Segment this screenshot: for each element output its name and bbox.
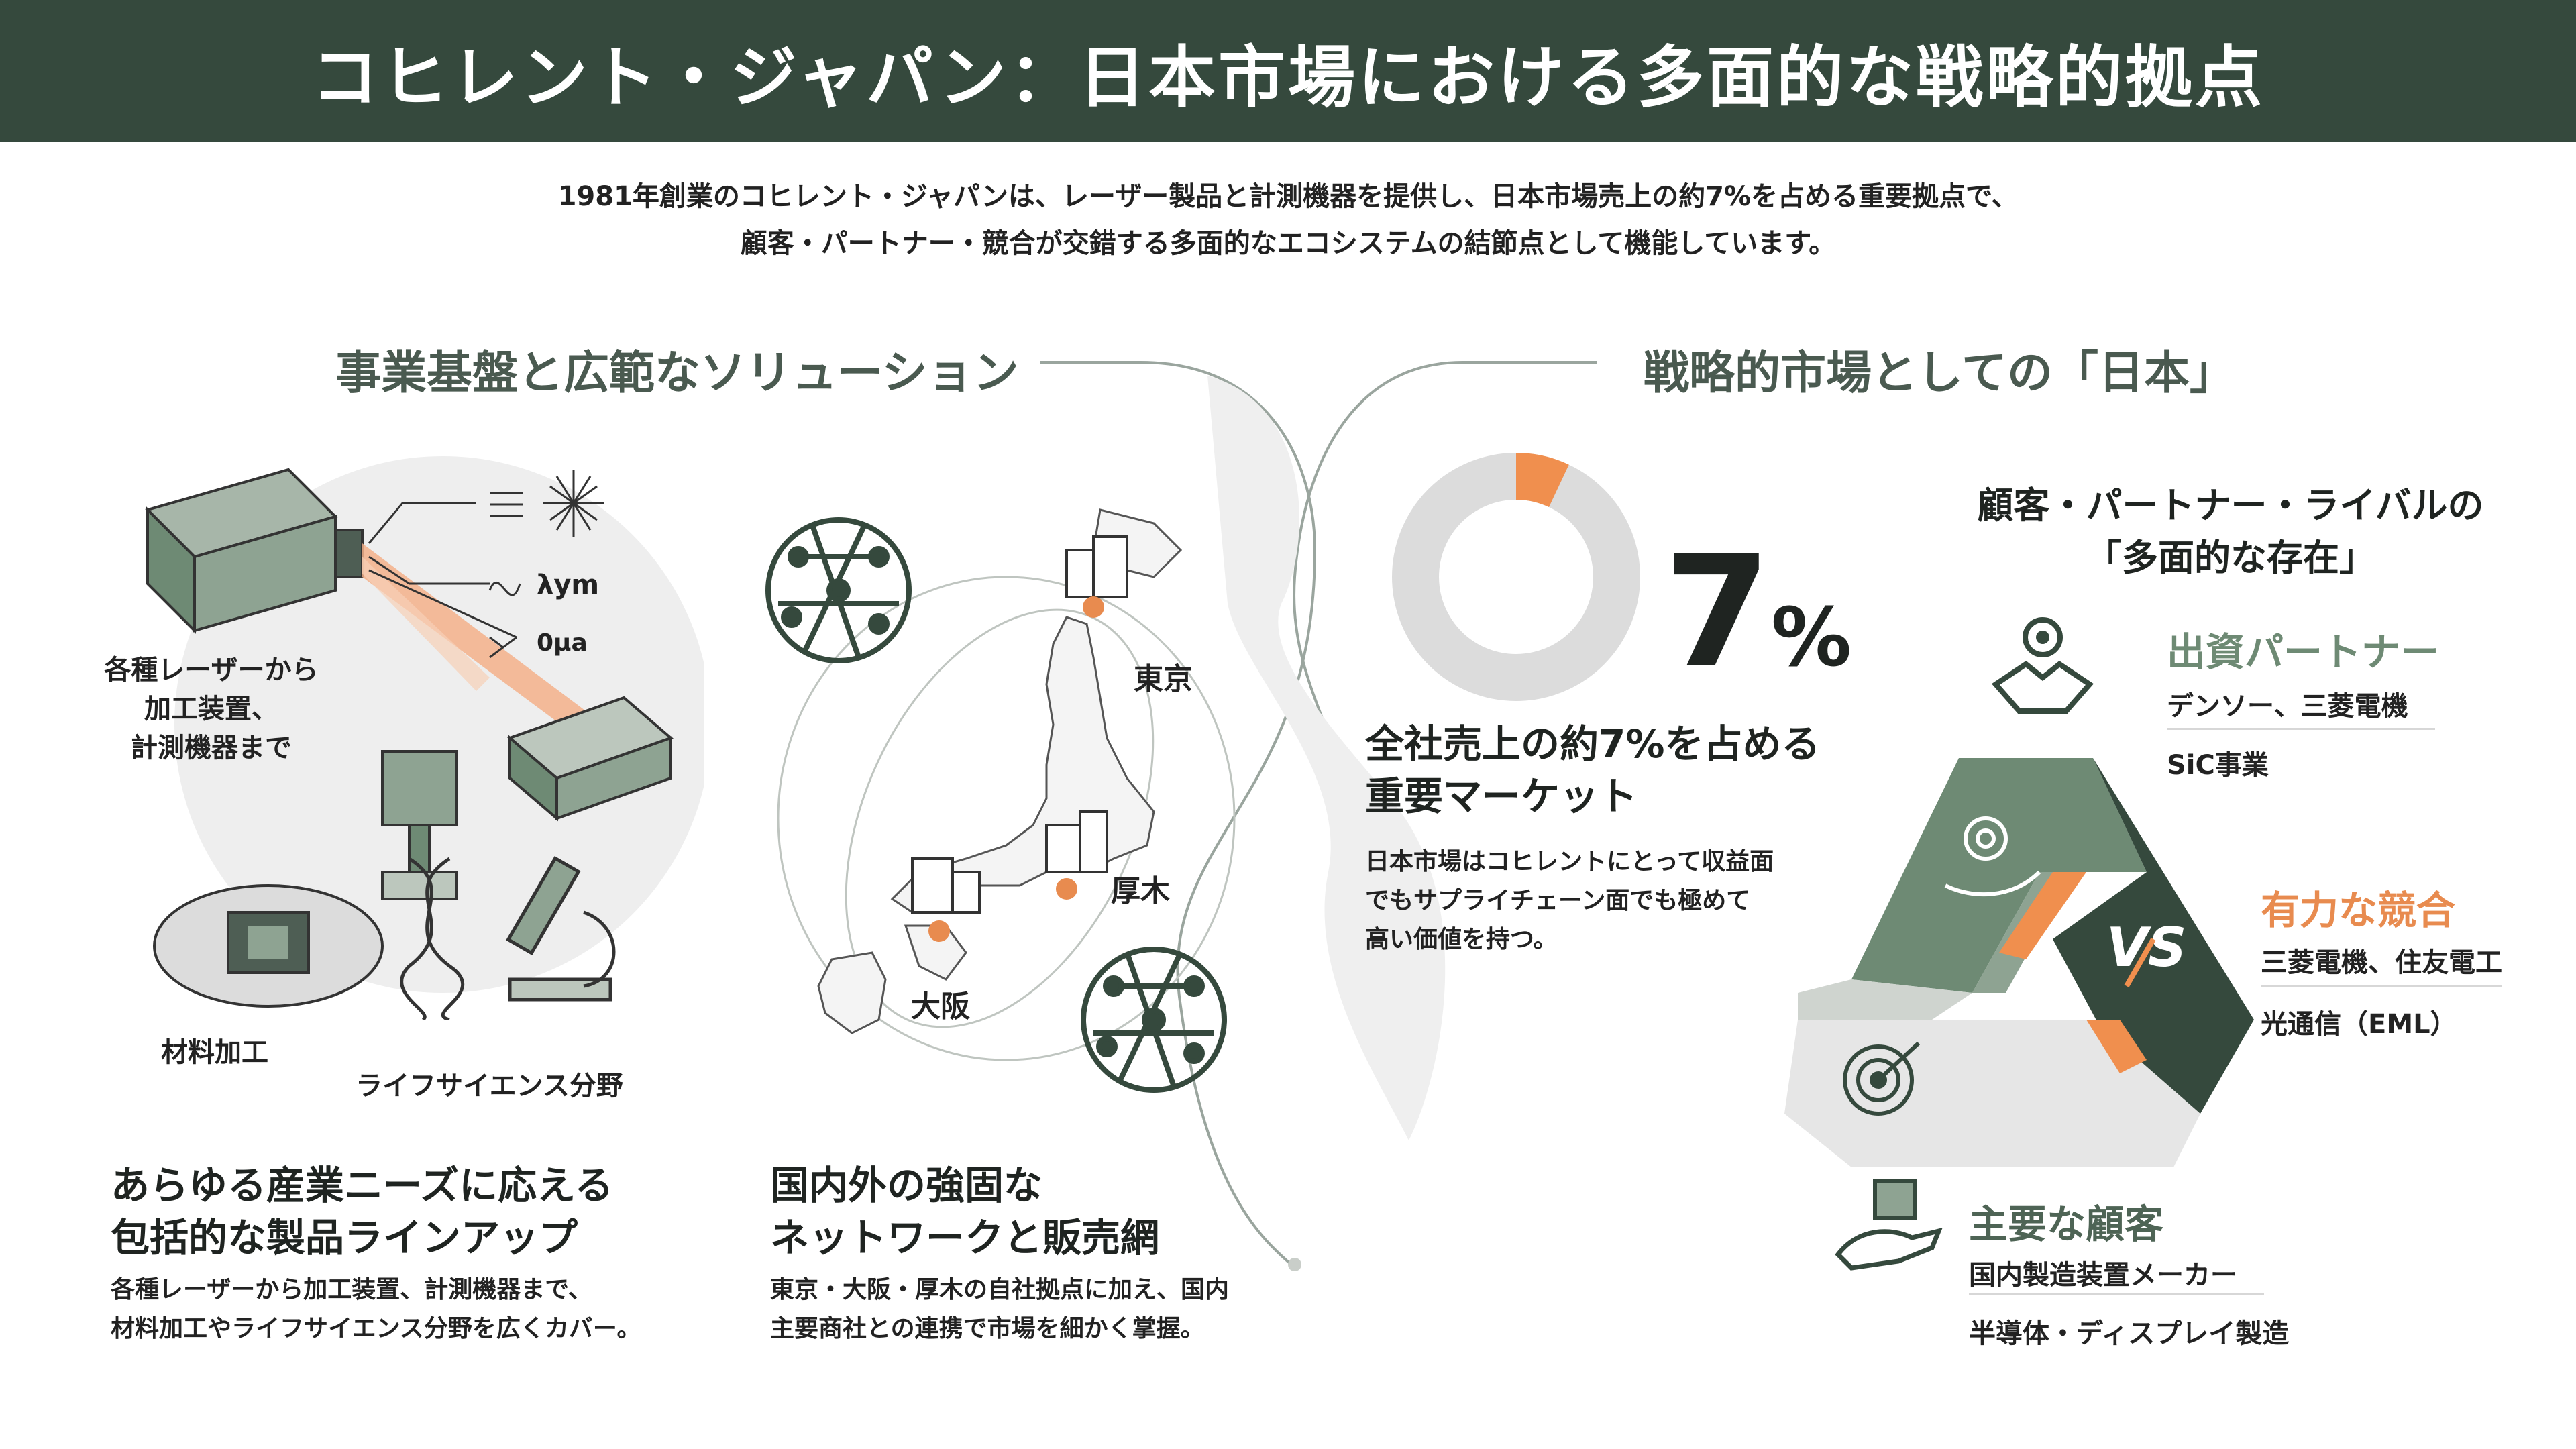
connector-dot [1288,1258,1301,1271]
city-atsugi: 厚木 [1111,874,1170,908]
share-heading-line-1: 全社売上の約7%を占める [1365,721,1821,767]
burst-icon [543,470,604,537]
network-description: 東京・大阪・厚木の自社拠点に加え、国内 主要商社との連携で市場を細かく掌握。 [770,1271,1229,1348]
laser-illustration: λym 0μa [145,456,704,1020]
wave-icon [488,581,521,596]
laser-caption-line-3: 計測機器まで [131,733,292,763]
share-heading-line-2: 重要マーケット [1365,773,1638,819]
competitors-item-2: 光通信（EML） [2261,1009,2457,1040]
osaka-marker [928,920,950,942]
share-donut-chart [1392,453,1640,701]
customers-title: 主要な顧客 [1969,1201,2164,1247]
atsugi-building-icon [1045,810,1108,873]
network-heading-line-1: 国内外の強固な [770,1163,1043,1208]
ecosystem-cycle-diagram: VS [1784,758,2254,1167]
network-text-line-2: 主要商社との連携で市場を細かく掌握。 [770,1315,1205,1342]
lineup-description: 各種レーザーから加工装置、計測機器まで、 材料加工やライフサイエンス分野を広くカ… [111,1271,641,1348]
share-text-line-1: 日本市場はコヒレントにとって収益面 [1365,848,1774,875]
partners-title: 出資パートナー [2167,629,2440,675]
globe-network-icon-2 [1081,947,1227,1093]
network-heading-line-2: ネットワークと販売網 [770,1215,1160,1260]
lineup-heading-line-2: 包括的な製品ラインアップ [111,1215,578,1260]
intro-line-2: 顧客・パートナー・競合が交錯する多面的なエコシステムの結節点として機能しています… [740,228,1836,259]
cross-icon [489,636,517,659]
lineup-text-line-1: 各種レーザーから加工装置、計測機器まで、 [111,1276,592,1303]
decorative-ribbon [1208,376,1446,1140]
page-title: コヒレント・ジャパン：日本市場における多面的な戦略的拠点 [311,38,2265,117]
lines-icon [490,492,523,517]
target-icon [1843,1041,1921,1116]
share-text-line-3: 高い価値を持つ。 [1365,926,1558,953]
right-section-title: 戦略的市場としての「日本」 [1644,347,2235,400]
laser-device-icon [145,468,364,634]
arrow-1 [368,502,476,544]
donut-share-slice [1516,453,1569,507]
share-value: 7% [1664,523,1851,702]
orange-accent-1 [1999,872,2086,959]
donut-track [1392,453,1640,701]
share-text-line-2: でもサプライチェーン面でも極めて [1365,887,1751,914]
lineup-heading: あらゆる産業ニーズに応える 包括的な製品ラインアップ [111,1159,613,1264]
share-number: 7 [1664,523,1772,702]
material-label: 材料加工 [161,1037,268,1068]
competitors-item-1: 三菱電機、住友電工 [2261,947,2502,978]
tokyo-building-icon [1065,535,1128,598]
arrow-2 [368,555,490,585]
customers-item-1: 国内製造装置メーカー [1969,1260,2237,1291]
partners-divider [2167,728,2435,730]
customer-segment [1784,1020,2200,1167]
lineup-text-line-2: 材料加工やライフサイエンス分野を広くカバー。 [111,1315,641,1342]
arrow-3 [368,569,517,639]
share-unit: % [1771,592,1852,685]
laser-caption-line-2: 加工装置、 [144,694,278,724]
competitors-title: 有力な競合 [2261,888,2456,933]
customers-divider [1969,1293,2264,1295]
tokyo-marker [1083,596,1104,618]
left-connector-line [1040,361,1317,1269]
share-heading: 全社売上の約7%を占める 重要マーケット [1365,718,1820,822]
laser-symbol-2: 0μa [537,629,588,657]
ecosystem-title-line-2: 「多面的な存在」 [2086,537,2375,579]
intro-line-1: 1981年創業のコヒレント・ジャパンは、レーザー製品と計測機器を提供し、日本市場… [557,181,2019,212]
life-science-label: ライフサイエンス分野 [356,1071,623,1102]
orbit-circle-1 [777,576,1236,1061]
partners-item-1: デンソー、三菱電機 [2167,691,2408,722]
handshake-gear-icon [1991,617,2094,714]
laser-caption: 各種レーザーから 加工装置、 計測機器まで [101,651,322,767]
share-description: 日本市場はコヒレントにとって収益面 でもサプライチェーン面でも極めて 高い価値を… [1365,843,1774,959]
customers-item-2: 半導体・ディスプレイ製造 [1969,1318,2290,1349]
microscope-icon [506,855,616,1002]
gear-hand-icon [1944,816,2041,897]
hand-box-icon [1835,1179,1943,1271]
city-osaka: 大阪 [911,989,970,1024]
vs-slash [2124,938,2156,987]
title-banner: コヒレント・ジャパン：日本市場における多面的な戦略的拠点 [0,0,2576,142]
atsugi-marker [1056,878,1077,900]
competitors-divider [2261,985,2502,987]
osaka-building-icon [911,857,981,914]
laser-symbol-1: λym [537,570,599,600]
chip-wafer-icon [153,884,384,1008]
processing-machine-icon [507,696,674,822]
orange-accent-2 [2086,1020,2147,1073]
laser-caption-line-1: 各種レーザーから [104,655,319,686]
left-section-title: 事業基盤と広範なソリューション [335,347,1019,400]
ecosystem-title: 顧客・パートナー・ライバルの 「多面的な存在」 [1878,480,2576,584]
network-text-line-1: 東京・大阪・厚木の自社拠点に加え、国内 [770,1276,1230,1303]
dna-icon [400,857,465,1020]
intro-text: 1981年創業のコヒレント・ジャパンは、レーザー製品と計測機器を提供し、日本市場… [0,173,2576,267]
globe-network-icon-1 [765,517,912,663]
japan-network-map [765,508,1236,1093]
city-tokyo: 東京 [1134,662,1193,696]
partner-segment [1851,758,2147,993]
laser-beam [362,543,631,771]
lineup-heading-line-1: あらゆる産業ニーズに応える [111,1163,614,1208]
ecosystem-title-line-1: 顧客・パートナー・ライバルの [1977,484,2484,527]
measuring-device-icon [381,750,458,900]
partners-item-2: SiC事業 [2167,750,2269,781]
network-heading: 国内外の強固な ネットワークと販売網 [770,1159,1159,1264]
